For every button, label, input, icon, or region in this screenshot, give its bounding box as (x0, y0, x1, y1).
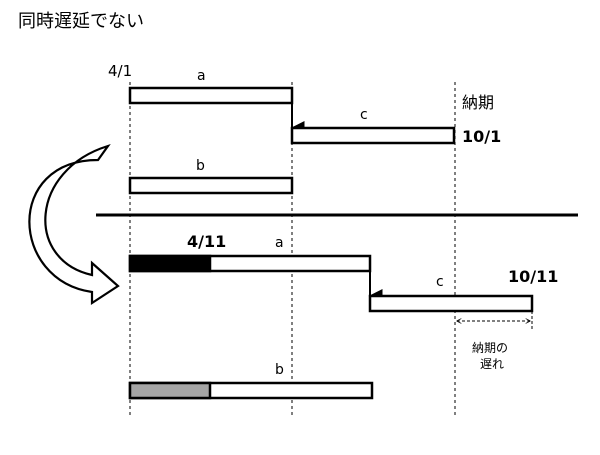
deadline-label: 納期 (462, 93, 494, 112)
task-b-label-bottom: b (275, 362, 284, 378)
task-a-label-top: a (197, 68, 206, 84)
task-b-bar-top (128, 176, 294, 195)
task-c-label-bottom: c (436, 274, 444, 290)
page-title: 同時遅延でない (18, 11, 144, 32)
task-b-delay-segment (128, 381, 212, 400)
task-a-delay-segment (128, 254, 212, 273)
delay-note-line1: 納期の (472, 341, 508, 355)
finish-date: 10/11 (508, 267, 558, 286)
task-a-bar-top (128, 86, 294, 105)
delayed-start-date: 4/11 (187, 232, 226, 251)
task-c-label-top: c (360, 107, 368, 123)
task-c-bar-top (290, 126, 456, 145)
delay-note-line2: 遅れ (480, 357, 504, 371)
task-b-label-top: b (196, 158, 205, 174)
task-c-bar-bottom (368, 294, 534, 313)
start-date-label: 4/1 (108, 62, 132, 80)
task-a-label-bottom: a (275, 235, 284, 251)
curved-transition-arrow (28, 143, 120, 306)
deadline-date: 10/1 (462, 127, 501, 146)
